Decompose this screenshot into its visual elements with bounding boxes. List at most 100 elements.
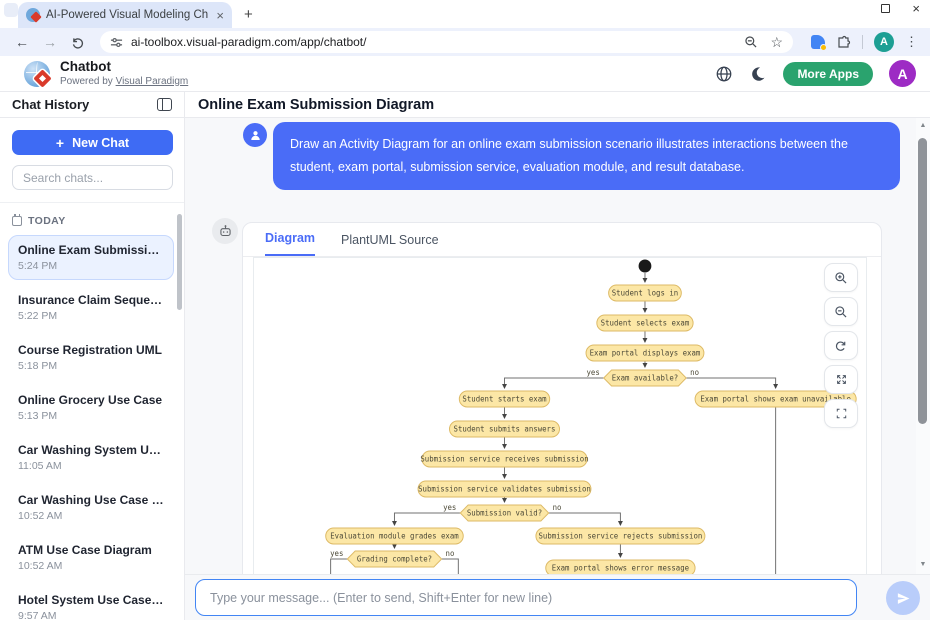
diagram-node (596, 314, 694, 332)
scrollbar-thumb[interactable] (918, 138, 927, 424)
diagram-node (448, 420, 560, 438)
window-maximize-button[interactable] (881, 4, 891, 13)
node-label: Exam portal displays exam (590, 348, 701, 357)
chat-scrollbar[interactable]: ▲ ▼ (916, 118, 930, 574)
message-list: Draw an Activity Diagram for an online e… (185, 118, 916, 574)
diagram-node (458, 390, 551, 408)
window-close-button[interactable]: × (912, 1, 920, 16)
diagram-decision (603, 369, 687, 387)
scroll-down-icon[interactable]: ▼ (919, 561, 927, 568)
edge-label-no: no (446, 549, 455, 558)
tab-strip-edge (4, 3, 18, 17)
search-chats-input[interactable] (12, 165, 173, 190)
new-chat-button[interactable]: + New Chat (12, 130, 173, 155)
browser-menu-icon[interactable]: ⋮ (905, 34, 918, 49)
app-name: Chatbot (60, 58, 111, 74)
diagram-node (325, 527, 464, 545)
media-blue-icon[interactable] (811, 35, 827, 51)
panel-bar: Chat History Online Exam Submission Diag… (0, 92, 930, 118)
tab-close-icon[interactable]: × (216, 7, 224, 23)
bot-avatar (212, 218, 238, 244)
zoom-page-icon[interactable] (744, 35, 758, 49)
chat-history-item[interactable]: Hotel System Use Case Diagr... 9:57 AM (18, 593, 164, 620)
edge-label-yes: yes (586, 368, 599, 377)
diagram-viewport[interactable]: Student logs in Student selects exam Exa… (253, 257, 867, 574)
user-account-avatar[interactable]: A (889, 60, 916, 87)
reset-view-button[interactable] (824, 331, 858, 360)
chat-history-item[interactable]: Course Registration UML 5:18 PM (18, 343, 163, 372)
message-input[interactable] (195, 579, 857, 616)
tab-plantuml-source[interactable]: PlantUML Source (341, 233, 439, 247)
reset-icon (835, 340, 846, 351)
send-button[interactable] (886, 581, 920, 615)
back-button[interactable]: ← (15, 34, 29, 50)
browser-tab[interactable]: AI-Powered Visual Modeling Ch × (18, 2, 232, 28)
node-label: Student submits answers (454, 424, 556, 433)
edge-label-no: no (553, 503, 562, 512)
browser-profile-avatar[interactable]: A (874, 32, 894, 52)
plus-icon: + (55, 134, 65, 151)
zoom-in-button[interactable] (824, 263, 858, 292)
bookmark-star-icon[interactable]: ☆ (770, 34, 783, 50)
chat-history-item[interactable]: ATM Use Case Diagram 10:52 AM (18, 543, 152, 572)
forward-button[interactable]: → (43, 34, 57, 50)
fullscreen-button[interactable] (824, 365, 858, 394)
fit-view-button[interactable] (824, 399, 858, 428)
more-apps-button[interactable]: More Apps (783, 61, 873, 86)
node-label: Submission service rejects submission (538, 531, 702, 540)
user-message-bubble: Draw an Activity Diagram for an online e… (273, 122, 900, 191)
scroll-up-icon[interactable]: ▲ (919, 122, 927, 129)
diagram-node (585, 344, 705, 362)
chat-history-title: Chat History (12, 97, 90, 112)
chat-history-item[interactable]: Car Washing Use Case Diagr... 10:52 AM (18, 493, 164, 522)
chat-history-sidebar: + New Chat TODAY Online Exam Submission … (0, 118, 185, 620)
zoom-out-icon (835, 305, 847, 317)
sidebar-divider (0, 202, 184, 203)
diagram-decision (346, 550, 443, 568)
node-label: Student starts exam (462, 394, 547, 403)
node-label: Submission service validates submission (418, 484, 591, 493)
start-node (638, 259, 652, 273)
site-info-icon[interactable] (110, 36, 123, 49)
person-icon (250, 130, 260, 140)
new-tab-button[interactable]: + (244, 6, 253, 23)
node-label: Exam portal shows error message (552, 563, 690, 572)
browser-toolbar: ← → ai-toolbox.visual-paradigm.com/app/c… (0, 28, 930, 56)
language-globe-icon[interactable] (715, 65, 733, 83)
sidebar-scrollbar[interactable] (177, 214, 182, 310)
reload-button[interactable] (66, 35, 90, 50)
app-header: Chatbot Powered by Visual Paradigm More … (0, 56, 930, 92)
activity-diagram: Student logs in Student selects exam Exa… (325, 259, 857, 574)
favicon-visual-paradigm (26, 8, 42, 23)
diagram-decision (459, 504, 550, 522)
message-composer (185, 574, 930, 620)
extensions-icon[interactable] (836, 35, 851, 50)
expand-arrows-icon (836, 375, 846, 384)
page-title: Online Exam Submission Diagram (198, 96, 435, 113)
diagram-node (535, 527, 706, 545)
chat-history-item[interactable]: Online Grocery Use Case 5:13 PM (18, 393, 163, 422)
dark-mode-moon-icon[interactable] (749, 65, 767, 83)
url-bar[interactable]: ai-toolbox.visual-paradigm.com/app/chatb… (100, 31, 793, 53)
user-message-avatar (243, 123, 267, 147)
toolbar-divider (862, 35, 863, 49)
node-label: Submission service receives submission (420, 454, 588, 463)
node-label: Exam available? (612, 373, 678, 382)
tab-diagram[interactable]: Diagram (265, 231, 316, 256)
corner-brackets-icon (836, 408, 846, 419)
diagram-node (545, 559, 696, 574)
chat-history-item[interactable]: Car Washing System Use Case 11:05 AM (18, 443, 164, 472)
diagram-tab-bar: Diagram PlantUML Source (243, 223, 881, 257)
diagram-node (694, 390, 857, 408)
section-header-today: TODAY (8, 211, 174, 235)
chat-history-item[interactable]: Insurance Claim Sequence 5:22 PM (18, 293, 164, 322)
visual-paradigm-link[interactable]: Visual Paradigm (115, 75, 189, 87)
diagram-node (421, 450, 588, 468)
node-label: Exam portal shows exam unavailable (700, 394, 851, 403)
chat-main-area: Draw an Activity Diagram for an online e… (185, 118, 930, 620)
chat-history-item[interactable]: Online Exam Submission Dia... 5:24 PM (8, 235, 174, 280)
collapse-sidebar-icon[interactable] (157, 98, 172, 111)
zoom-out-button[interactable] (824, 297, 858, 326)
edge-label-no: no (690, 368, 699, 377)
edge-label-yes: yes (443, 503, 456, 512)
